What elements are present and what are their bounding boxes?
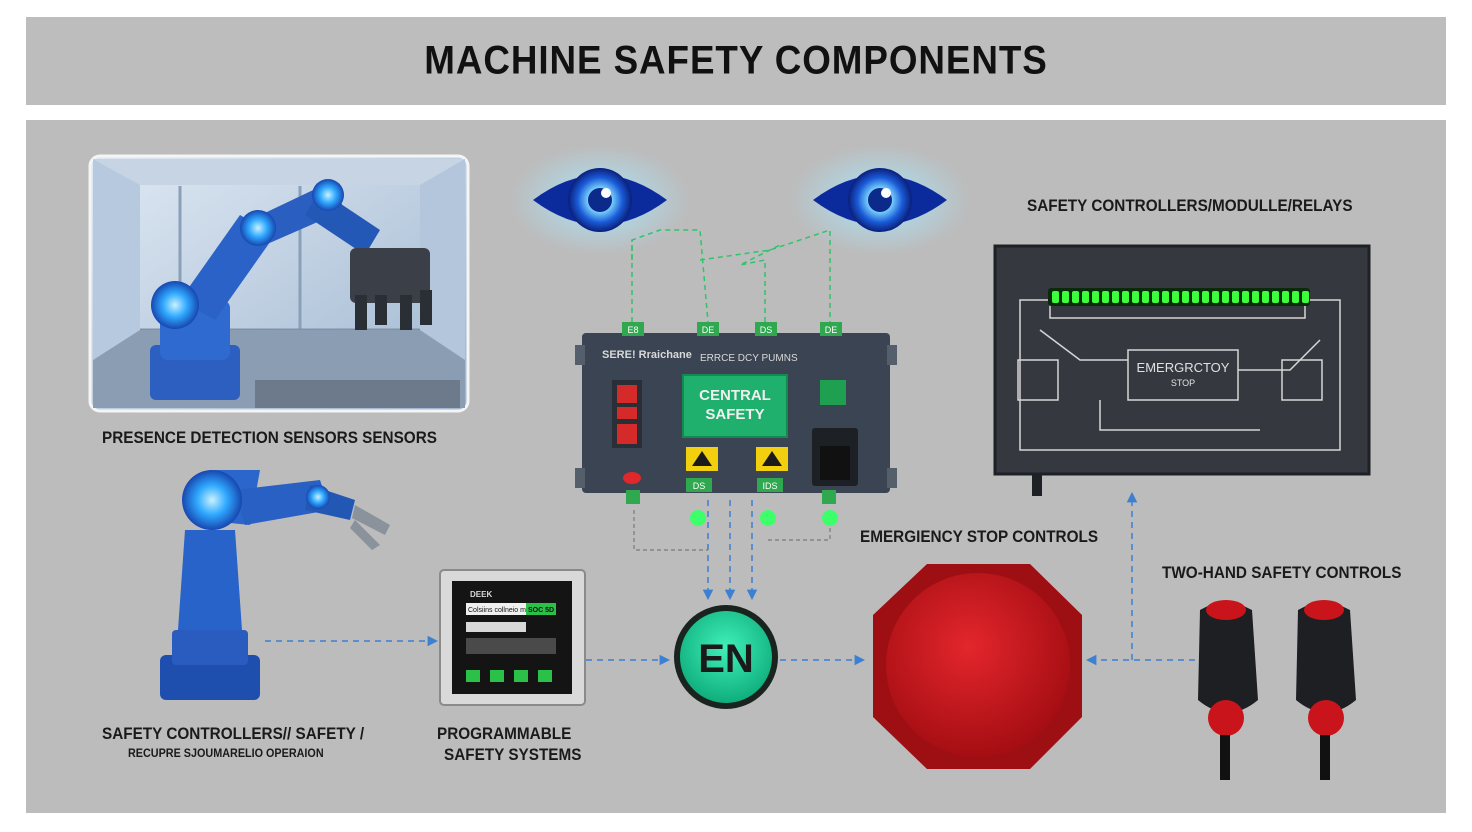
led-light — [1302, 291, 1309, 303]
robot-arm-image — [160, 470, 390, 700]
unit-header-text: ERRCE DCY PUMNS — [700, 353, 798, 364]
wiring-gray — [633, 510, 831, 551]
led-light — [1182, 291, 1189, 303]
robot-cell-image — [88, 154, 470, 413]
eye-sensor-right — [790, 145, 970, 255]
label-safety-controllers: SAFETY CONTROLLERS/MODULLE/RELAYS — [1027, 196, 1353, 215]
led-light — [1132, 291, 1139, 303]
led-light — [1082, 291, 1089, 303]
led-light — [1072, 291, 1079, 303]
unit-screen-line1: CENTRAL — [699, 387, 771, 404]
led-light — [1122, 291, 1129, 303]
terminal-label: DE — [825, 325, 838, 335]
hmi-brand: DEEK — [470, 590, 492, 599]
led-light — [1252, 291, 1259, 303]
label-presence-detection: PRESENCE DETECTION SENSORS SENSORS — [102, 428, 437, 447]
unit-brand: SERE! Rraichane — [602, 349, 692, 361]
terminal-label: E8 — [627, 325, 638, 335]
hmi-device — [439, 569, 586, 706]
label-emergency-stop: EMERGIENCY STOP CONTROLS — [860, 527, 1099, 546]
page-title: MACHINE SAFETY COMPONENTS — [424, 38, 1048, 83]
led-strip — [1052, 291, 1309, 303]
label-safety-line2: RECUPRE SJOUMARELIO OPERAION — [128, 746, 324, 760]
led-light — [1142, 291, 1149, 303]
terminal-label: DE — [702, 325, 715, 335]
led-light — [1192, 291, 1199, 303]
led-light — [1092, 291, 1099, 303]
eye-sensor-left — [510, 145, 690, 255]
terminal-label: DS — [693, 481, 706, 491]
en-node — [674, 605, 778, 709]
label-two-hand: TWO-HAND SAFETY CONTROLS — [1162, 563, 1402, 582]
label-programmable-line2: SAFETY SYSTEMS — [444, 745, 582, 764]
led-light — [1162, 291, 1169, 303]
led-light — [1112, 291, 1119, 303]
hmi-value1: SOC 5D — [528, 607, 554, 614]
en-node-label: EN — [698, 637, 754, 681]
led-light — [1272, 291, 1279, 303]
terminal-label: IDS — [762, 481, 777, 491]
flow-arrows — [265, 491, 1195, 666]
led-light — [1212, 291, 1219, 303]
central-safety-unit — [575, 322, 897, 526]
led-light — [1152, 291, 1159, 303]
hmi-row1: Colsiins collneio m — [468, 607, 526, 614]
relay-stop-line2: STOP — [1171, 378, 1195, 388]
two-hand-controls — [1198, 600, 1356, 780]
led-light — [1052, 291, 1059, 303]
led-light — [1062, 291, 1069, 303]
led-light — [1172, 291, 1179, 303]
led-light — [1292, 291, 1299, 303]
title-bar: MACHINE SAFETY COMPONENTS — [26, 17, 1446, 105]
led-light — [1282, 291, 1289, 303]
led-light — [1232, 291, 1239, 303]
relay-stop-line1: EMERGRCTOY — [1137, 360, 1230, 375]
led-light — [1242, 291, 1249, 303]
led-light — [1102, 291, 1109, 303]
led-light — [1262, 291, 1269, 303]
sensor-wiring — [631, 228, 831, 323]
relay-panel — [993, 244, 1371, 496]
label-safety-line1: SAFETY CONTROLLERS// SAFETY / — [102, 724, 365, 743]
unit-screen-line2: SAFETY — [705, 406, 764, 423]
emergency-stop-button — [873, 564, 1082, 769]
terminal-label: DS — [760, 325, 773, 335]
led-light — [1202, 291, 1209, 303]
led-light — [1222, 291, 1229, 303]
label-programmable-line1: PROGRAMMABLE — [437, 724, 572, 743]
